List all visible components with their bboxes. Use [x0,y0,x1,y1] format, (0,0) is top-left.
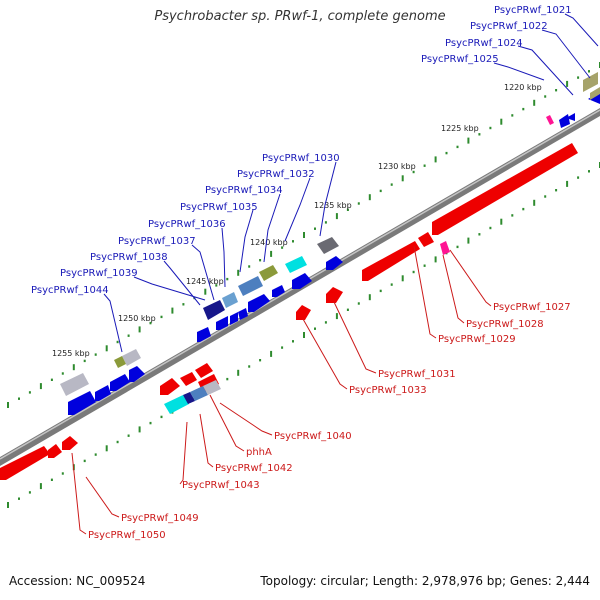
forward-gene[interactable] [248,294,270,312]
forward-gene[interactable] [68,391,96,415]
rrna-gene[interactable] [60,373,89,396]
forward-gene[interactable] [129,366,145,382]
rrna-gene[interactable] [583,72,598,92]
reverse-gene[interactable] [418,232,434,247]
reverse-gene[interactable] [0,446,50,480]
gene-label-1049[interactable]: PsycPRwf_1049 [121,513,199,524]
ruler-label: 1225 kbp [441,124,479,133]
rrna-gene[interactable] [114,356,126,368]
reverse-gene[interactable] [296,305,311,320]
map-title: Psychrobacter sp. PRwf-1, complete genom… [154,9,446,24]
reverse-gene[interactable] [180,372,197,386]
rrna-gene[interactable] [203,380,221,395]
rrna-gene[interactable] [238,276,263,296]
ruler-label: 1230 kbp [378,162,416,171]
genome-summary: Topology: circular; Length: 2,978,976 bp… [260,574,590,588]
gene-label-phhA[interactable]: phhA [246,447,272,458]
gene-label-1042[interactable]: PsycPRwf_1042 [215,463,293,474]
gene-label-1028[interactable]: PsycPRwf_1028 [466,319,544,330]
rrna-gene[interactable] [122,349,141,366]
gene-label-1024[interactable]: PsycPRwf_1024 [445,38,523,49]
accession-text: Accession: NC_009524 [9,574,146,588]
reverse-gene[interactable] [362,241,420,281]
ruler-label: 1255 kbp [52,349,90,358]
gene-features [0,72,600,480]
forward-gene[interactable] [272,285,285,297]
reverse-label-leaders [71,245,492,535]
forward-labels: PsycPRwf_1021 PsycPRwf_1022 PsycPRwf_102… [31,5,572,296]
reverse-gene[interactable] [195,363,213,378]
forward-gene[interactable] [566,113,575,121]
gene-label-1039[interactable]: PsycPRwf_1039 [60,268,138,279]
forward-gene[interactable] [230,312,238,325]
gene-label-1029[interactable]: PsycPRwf_1029 [438,334,516,345]
gene-label-1040[interactable]: PsycPRwf_1040 [274,431,352,442]
gene-label-1038[interactable]: PsycPRwf_1038 [90,252,168,263]
gene-label-1036[interactable]: PsycPRwf_1036 [148,219,226,230]
rrna-gene[interactable] [183,392,195,404]
trna-gene[interactable] [440,241,450,255]
gene-label-1043[interactable]: PsycPRwf_1043 [182,480,260,491]
gene-label-1027[interactable]: PsycPRwf_1027 [493,302,571,313]
reverse-gene[interactable] [432,143,578,235]
gene-label-1025[interactable]: PsycPRwf_1025 [421,54,499,65]
reverse-gene[interactable] [160,378,180,395]
gene-label-1035[interactable]: PsycPRwf_1035 [180,202,258,213]
rrna-gene[interactable] [285,256,307,273]
ruler-label: 1235 kbp [314,201,352,210]
gene-label-1050[interactable]: PsycPRwf_1050 [88,530,166,541]
forward-gene[interactable] [95,385,111,401]
trna-gene[interactable] [546,115,554,125]
forward-gene[interactable] [292,273,312,289]
forward-gene[interactable] [238,308,248,320]
gene-label-1034[interactable]: PsycPRwf_1034 [205,185,283,196]
ruler-label: 1250 kbp [118,314,156,323]
gene-label-1022[interactable]: PsycPRwf_1022 [470,21,548,32]
reverse-gene[interactable] [326,287,343,303]
rrna-gene[interactable] [164,395,189,414]
gene-label-1030[interactable]: PsycPRwf_1030 [262,153,340,164]
forward-label-leaders [103,13,599,353]
forward-gene[interactable] [197,327,211,342]
ruler-label: 1240 kbp [250,238,288,247]
gene-label-1031[interactable]: PsycPRwf_1031 [378,369,456,380]
rrna-gene[interactable] [203,300,225,320]
ruler-labels: 1220 kbp 1225 kbp 1230 kbp 1235 kbp 1240 kbp… [52,83,542,358]
reverse-gene[interactable] [62,436,78,450]
rrna-gene[interactable] [259,265,278,281]
gene-label-1044[interactable]: PsycPRwf_1044 [31,285,109,296]
reverse-gene[interactable] [48,444,62,458]
gene-label-1037[interactable]: PsycPRwf_1037 [118,236,196,247]
gene-label-1033[interactable]: PsycPRwf_1033 [349,385,427,396]
rrna-gene[interactable] [222,292,238,308]
rrna-gene[interactable] [317,237,339,254]
gene-label-1032[interactable]: PsycPRwf_1032 [237,169,315,180]
forward-gene[interactable] [216,316,228,330]
ruler-label: 1245 kbp [186,277,224,286]
rrna-gene[interactable] [190,386,208,401]
ruler-label: 1220 kbp [504,83,542,92]
gene-label-1021[interactable]: PsycPRwf_1021 [494,5,572,16]
rrna-gene[interactable] [590,87,600,100]
forward-gene[interactable] [326,256,343,270]
forward-gene[interactable] [110,374,130,391]
reverse-labels: PsycPRwf_1027 PsycPRwf_1028 PsycPRwf_102… [88,302,571,541]
forward-gene[interactable] [559,114,570,128]
